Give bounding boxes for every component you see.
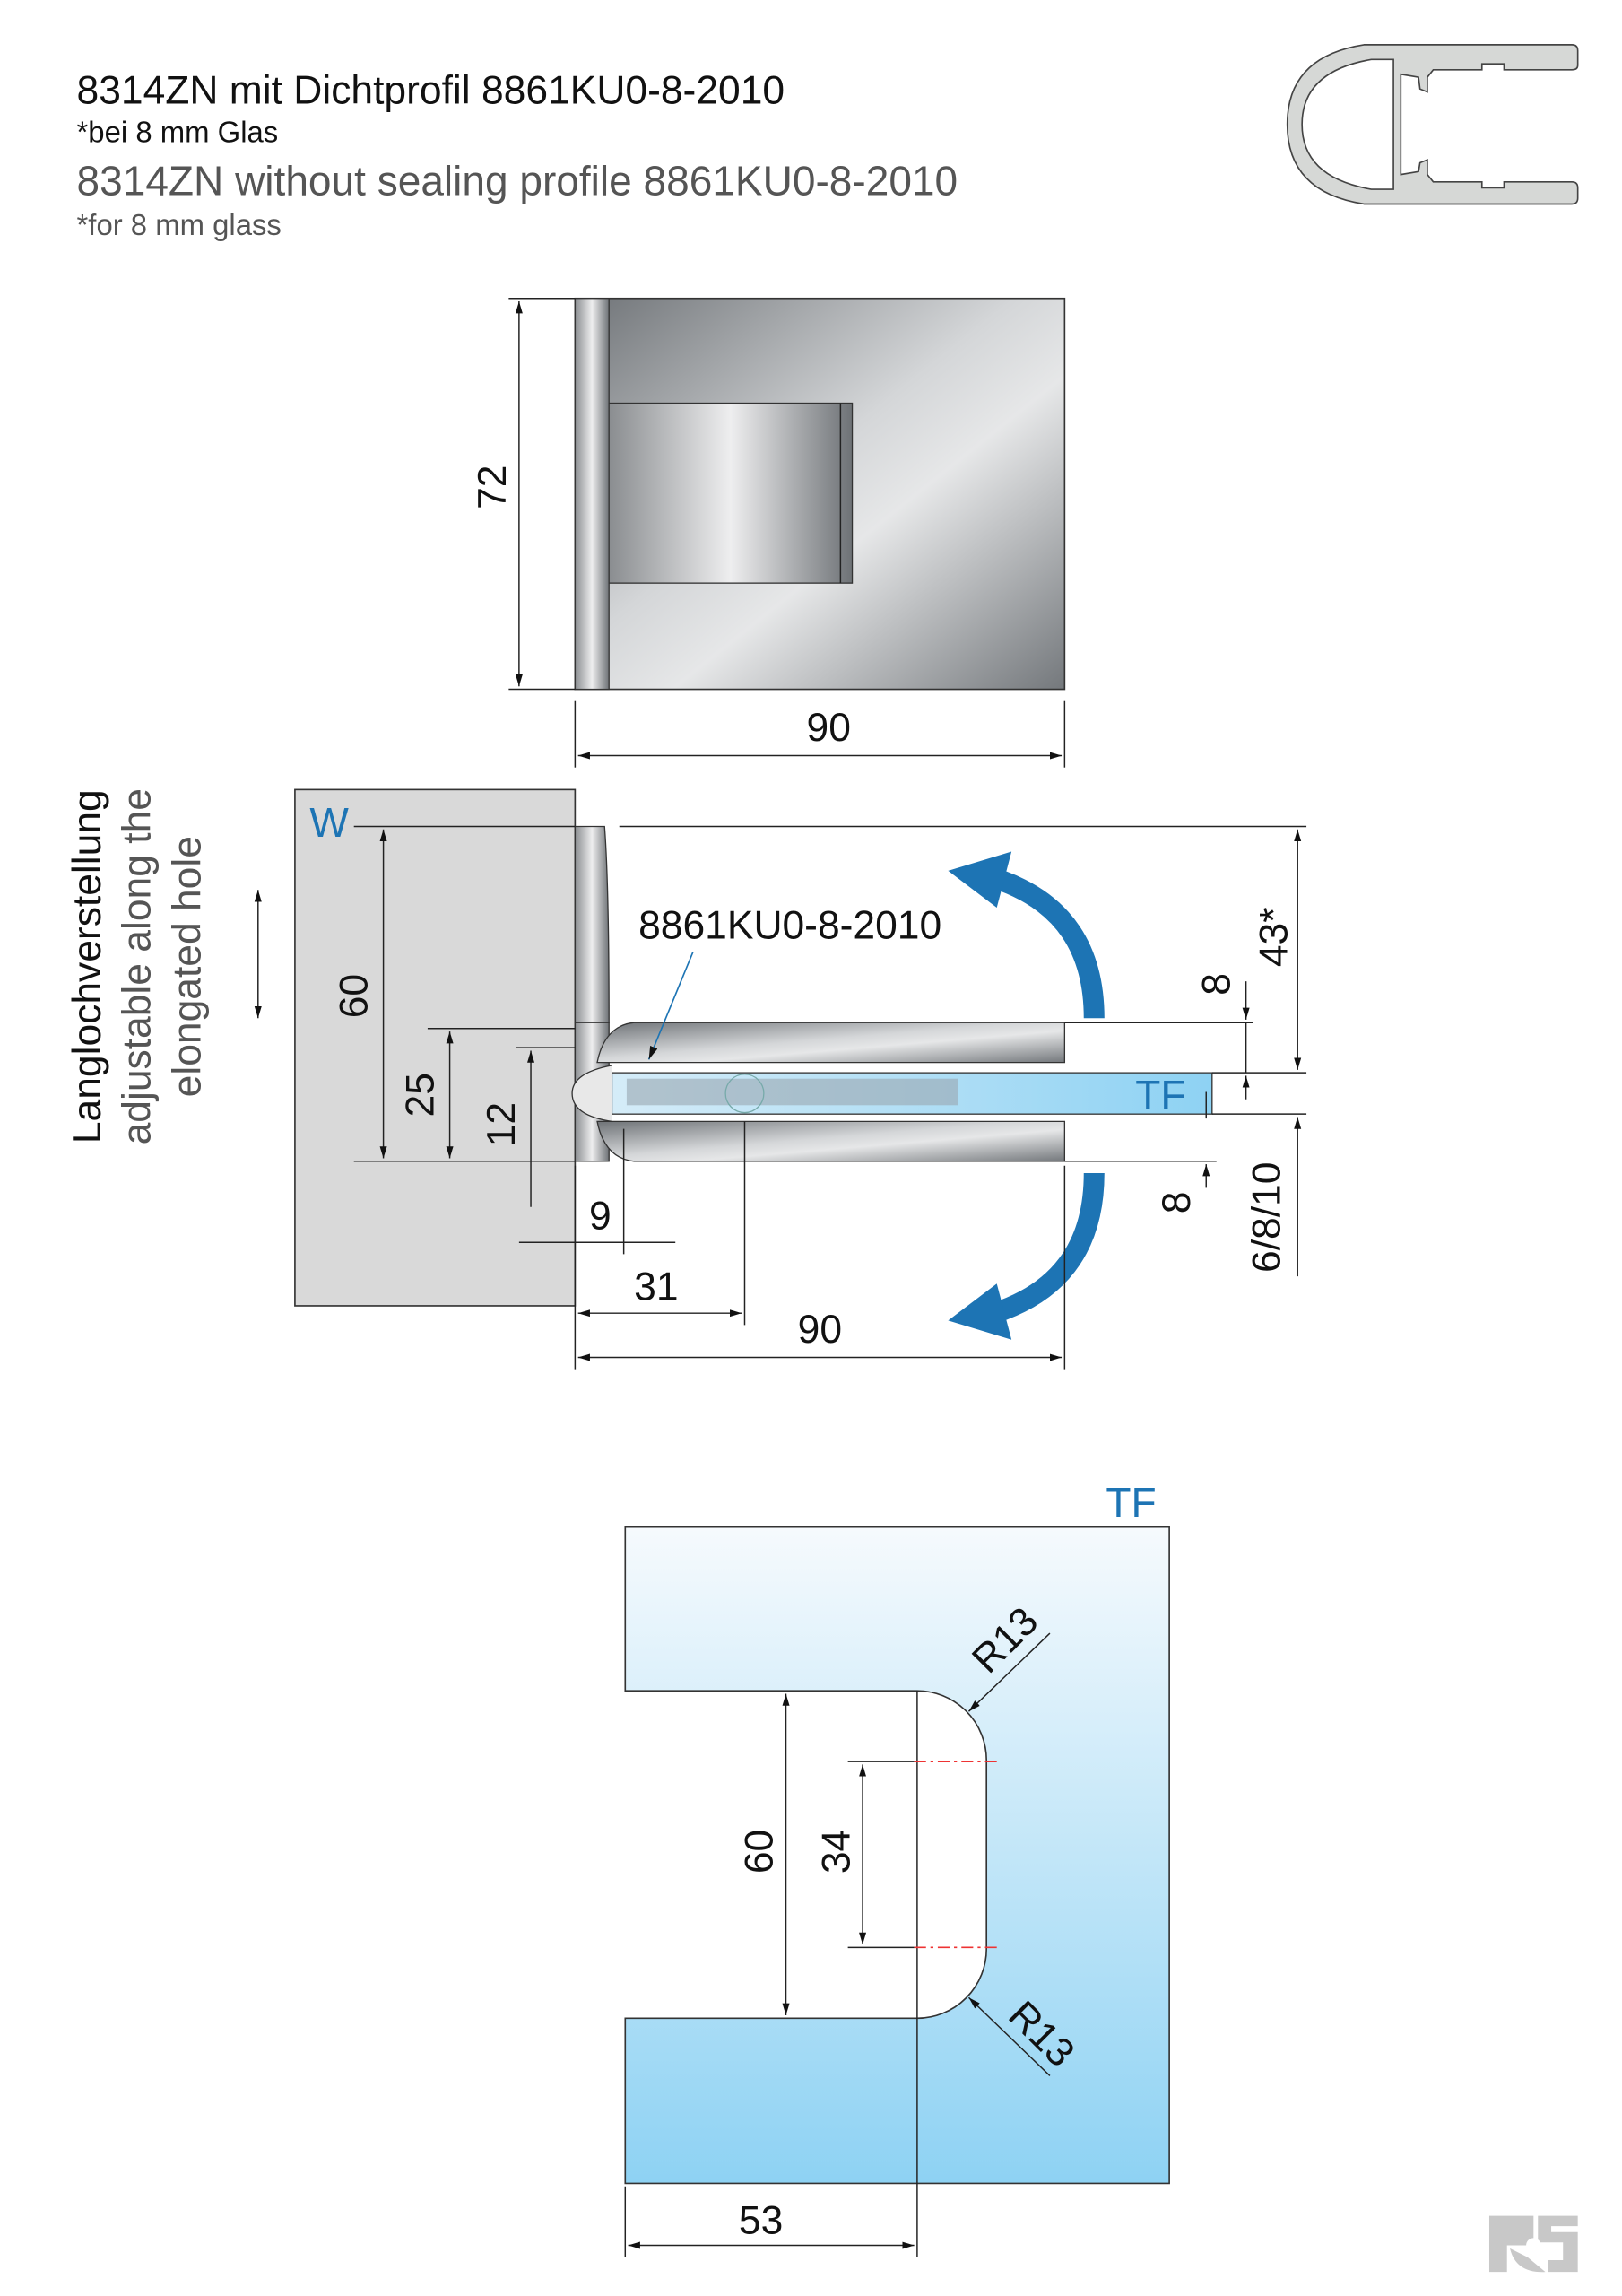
company-logo	[1488, 2215, 1578, 2273]
dim-8-bottom: 8	[1155, 1091, 1210, 1213]
dim-60-cutout: 60	[738, 1693, 790, 2015]
side-view-hinge	[571, 825, 1213, 1162]
svg-text:6/8/10: 6/8/10	[1245, 1162, 1288, 1273]
adjust-label: Langlochverstellung adjustable along the…	[65, 788, 210, 1144]
svg-text:60: 60	[332, 974, 376, 1018]
svg-text:12: 12	[480, 1102, 524, 1146]
title-en: 8314ZN without sealing profile 8861KU0-8…	[77, 158, 958, 204]
dim-90-side: 90	[577, 1165, 1066, 1370]
svg-text:elongated hole: elongated hole	[166, 836, 210, 1097]
svg-text:34: 34	[814, 1830, 858, 1874]
wall-label: W	[309, 799, 349, 846]
svg-text:53: 53	[739, 2198, 783, 2242]
svg-text:adjustable along the: adjustable along the	[116, 788, 160, 1144]
svg-text:43*: 43*	[1253, 908, 1297, 968]
svg-text:90: 90	[798, 1308, 842, 1352]
note-de: *bei 8 mm Glas	[77, 115, 279, 148]
dim-53: 53	[624, 2186, 915, 2257]
dim-8-top: 8	[1195, 973, 1250, 1100]
dim-25: 25	[398, 1031, 454, 1159]
svg-text:90: 90	[807, 706, 851, 750]
dim-34: 34	[814, 1764, 867, 1945]
svg-text:31: 31	[634, 1265, 678, 1309]
svg-text:8: 8	[1195, 973, 1239, 996]
profile-leader	[647, 951, 694, 1060]
glass-label: TF	[1135, 1072, 1185, 1118]
dim-90-top: 90	[574, 700, 1066, 768]
rotate-open-arrow	[948, 851, 1105, 1019]
sealing-profile	[571, 1065, 612, 1123]
note-en: *for 8 mm glass	[77, 208, 282, 241]
sealing-profile-icon	[1286, 44, 1579, 205]
dim-72: 72	[471, 298, 576, 691]
dim-glass-thickness: 6/8/10	[1245, 1117, 1302, 1277]
rotate-close-arrow	[948, 1172, 1105, 1340]
svg-text:60: 60	[738, 1830, 782, 1874]
dim-43: 43*	[1253, 829, 1302, 1070]
top-view-hinge	[574, 297, 1066, 691]
cutout-glass-label: TF	[1106, 1479, 1156, 1526]
dim-31: 31	[574, 1121, 746, 1370]
profile-label: 8861KU0-8-2010	[638, 903, 941, 947]
svg-text:Langlochverstellung: Langlochverstellung	[65, 789, 109, 1144]
svg-text:25: 25	[398, 1073, 442, 1117]
dim-12: 12	[480, 1050, 535, 1207]
title-de: 8314ZN mit Dichtprofil 8861KU0-8-2010	[77, 69, 785, 113]
dim-60-side: 60	[332, 829, 387, 1159]
svg-text:9: 9	[589, 1194, 612, 1238]
dim-9: 9	[518, 1128, 676, 1255]
glass-cutout-panel	[624, 1526, 1170, 2185]
svg-text:72: 72	[471, 465, 515, 509]
svg-text:8: 8	[1155, 1191, 1199, 1213]
